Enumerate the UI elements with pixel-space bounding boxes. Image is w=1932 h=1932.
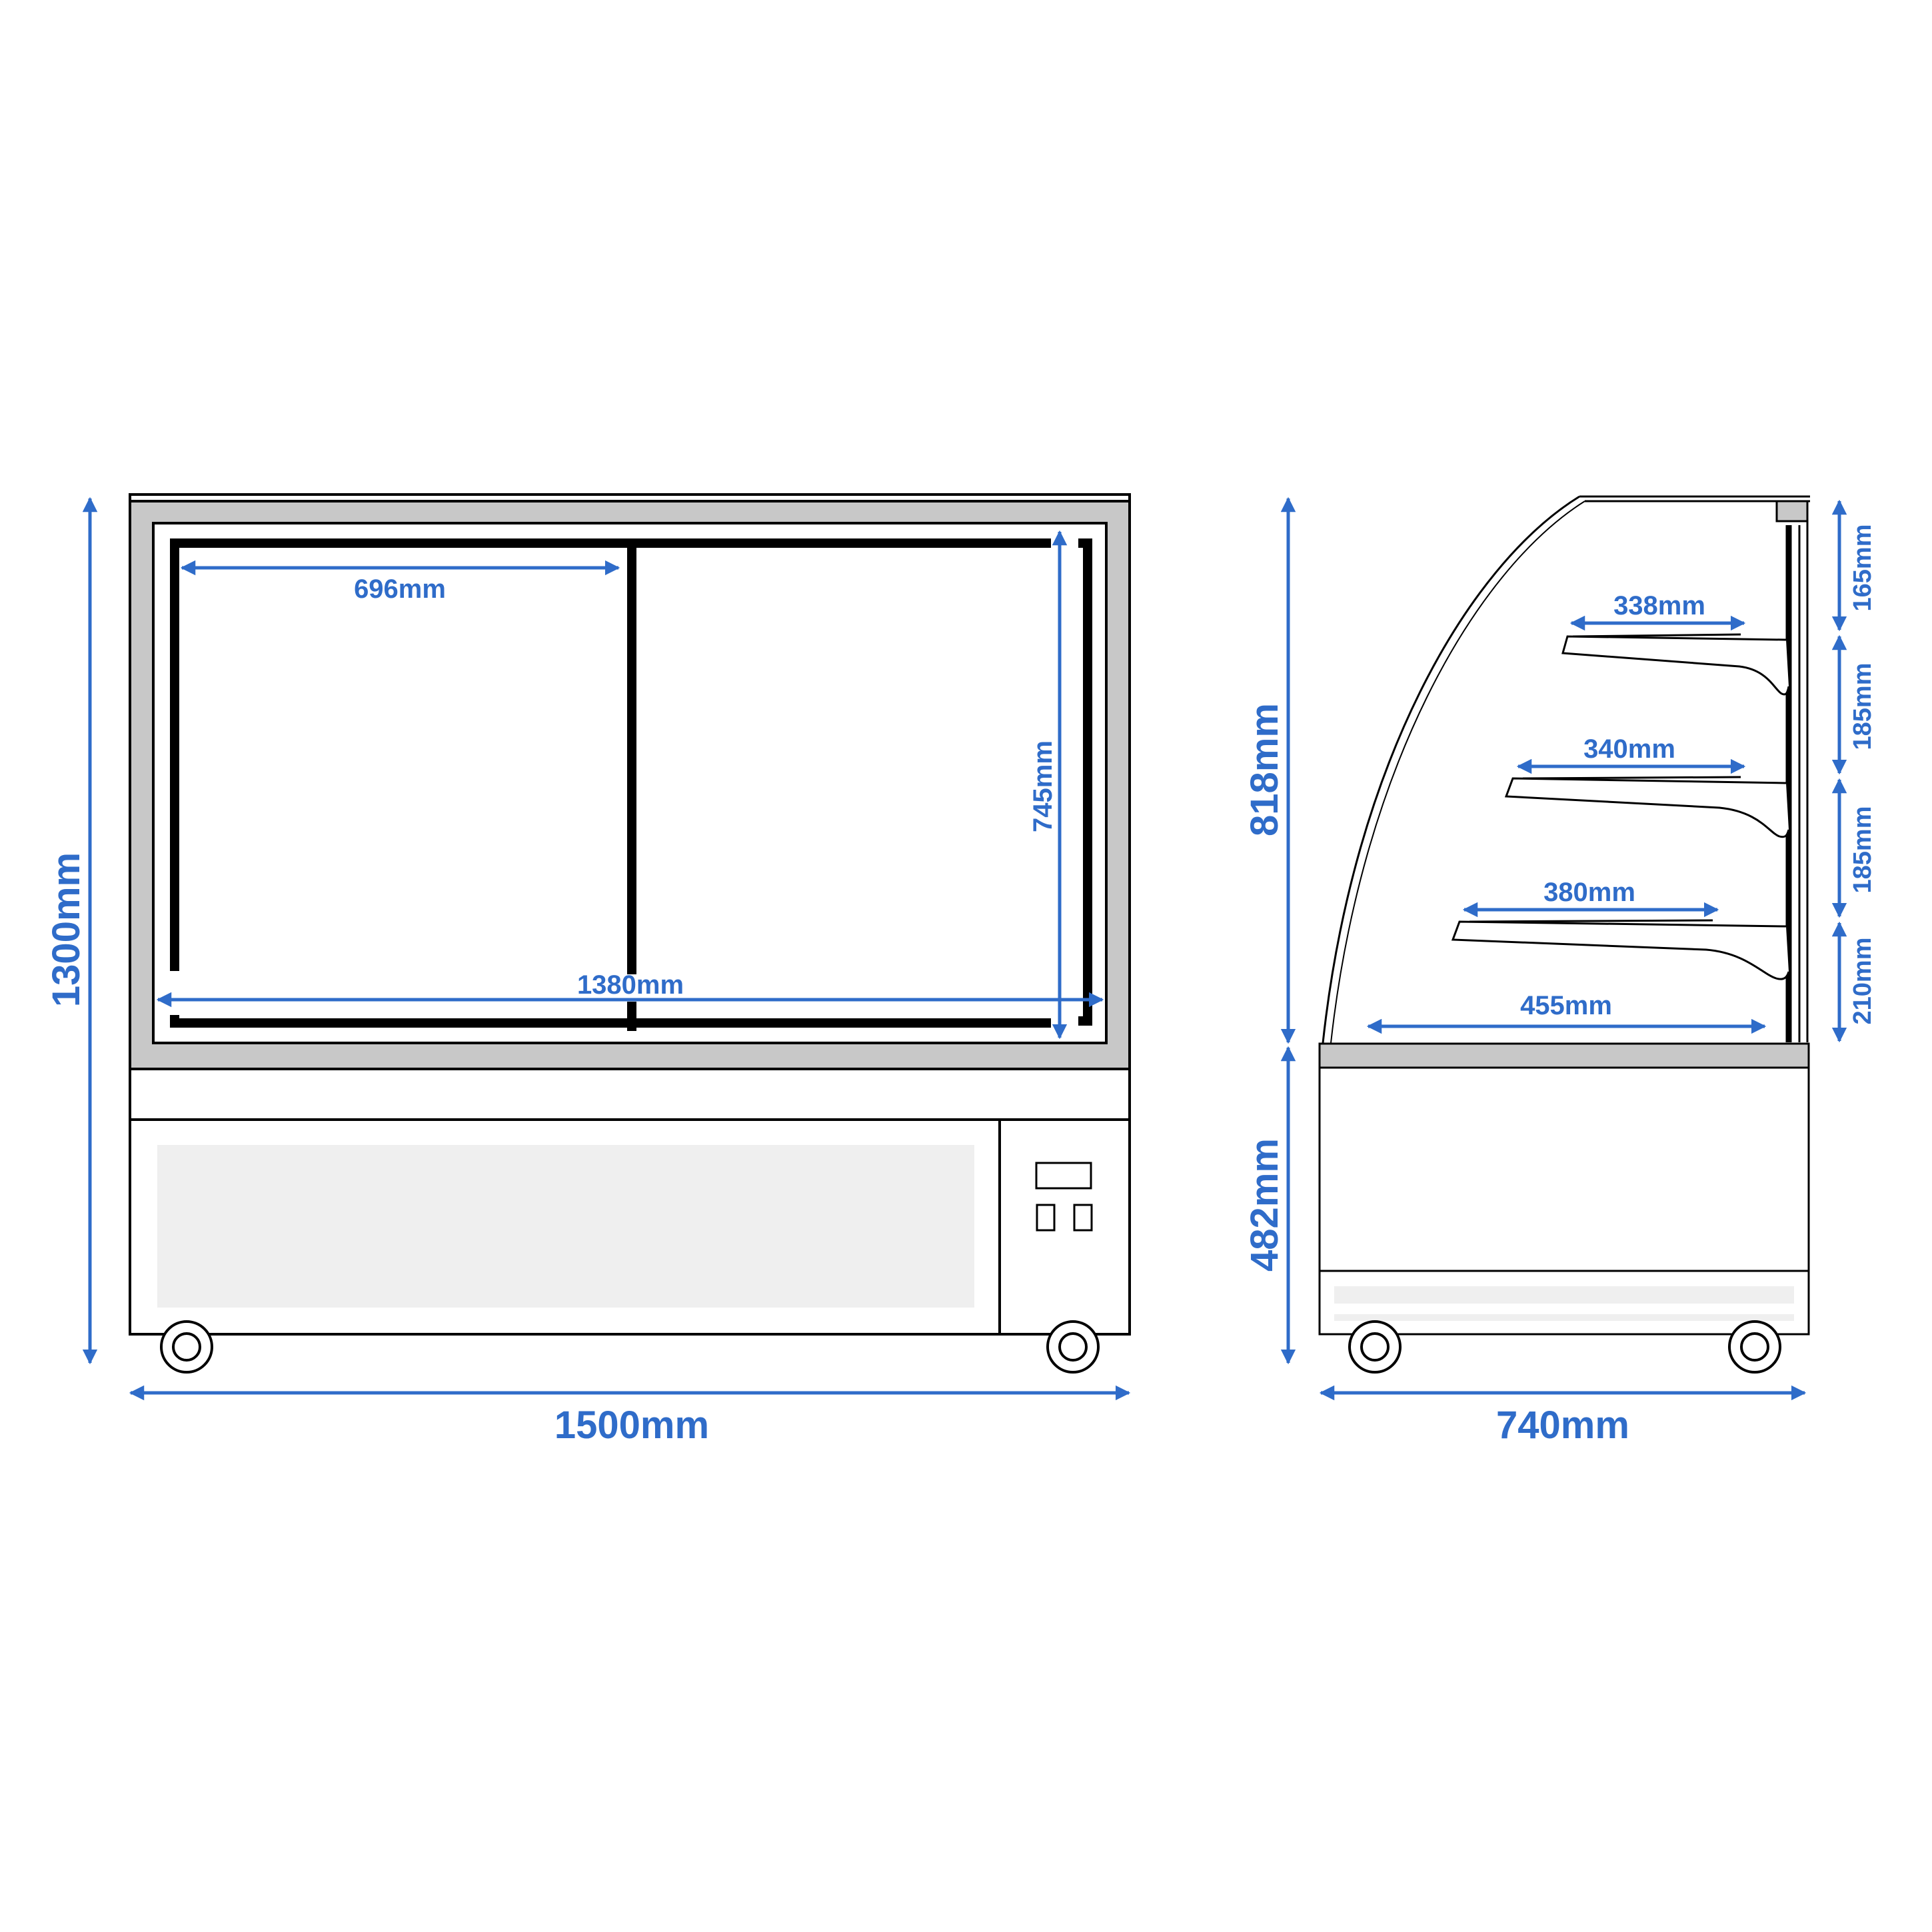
shelf-bottom [1451, 920, 1790, 980]
label-spacing-4: 210mm [1849, 938, 1877, 1025]
label-display-height: 818mm [1243, 703, 1286, 836]
sliding-doors [170, 538, 1092, 1031]
label-door-width: 696mm [354, 574, 446, 604]
curved-glass-inner [1330, 500, 1585, 1044]
front-wheels [160, 1320, 1100, 1374]
label-inner-width: 1380mm [577, 970, 684, 1000]
control-button-right [1073, 1204, 1093, 1232]
label-spacing-2: 185mm [1849, 663, 1877, 750]
label-overall-width: 1500mm [554, 1404, 709, 1447]
side-top-block [1775, 500, 1809, 522]
shelf-middle [1504, 777, 1790, 838]
dimension-lines [82, 496, 1847, 1401]
label-shelf-1: 338mm [1613, 591, 1705, 620]
side-view [1318, 495, 1810, 1374]
label-spacing-3: 185mm [1849, 806, 1877, 894]
label-spacing-1: 165mm [1849, 524, 1877, 612]
curved-glass-front [1322, 495, 1580, 1044]
side-vent-1 [1334, 1286, 1794, 1304]
side-wheels [1348, 1320, 1781, 1374]
label-shelf-2: 340mm [1583, 734, 1675, 764]
side-shelves [1451, 633, 1790, 980]
side-base-body [1318, 1066, 1810, 1272]
label-base-height: 482mm [1243, 1138, 1286, 1272]
label-shelf-3: 380mm [1543, 878, 1635, 907]
front-base-strip [129, 1068, 1131, 1121]
label-overall-height: 1300mm [45, 852, 88, 1007]
label-shelf-4: 455mm [1520, 991, 1612, 1020]
label-overall-depth: 740mm [1496, 1404, 1629, 1447]
control-display [1035, 1162, 1092, 1190]
front-view [129, 493, 1131, 1374]
label-inner-height: 745mm [1028, 740, 1058, 832]
side-deck [1318, 1042, 1810, 1069]
front-vent-panel [157, 1145, 974, 1308]
dimension-labels: 1300mm 1500mm 696mm 1380mm 745mm 818mm 4… [45, 524, 1877, 1447]
side-vent-2 [1334, 1314, 1794, 1321]
control-button-left [1036, 1204, 1056, 1232]
shelf-top [1561, 635, 1790, 696]
